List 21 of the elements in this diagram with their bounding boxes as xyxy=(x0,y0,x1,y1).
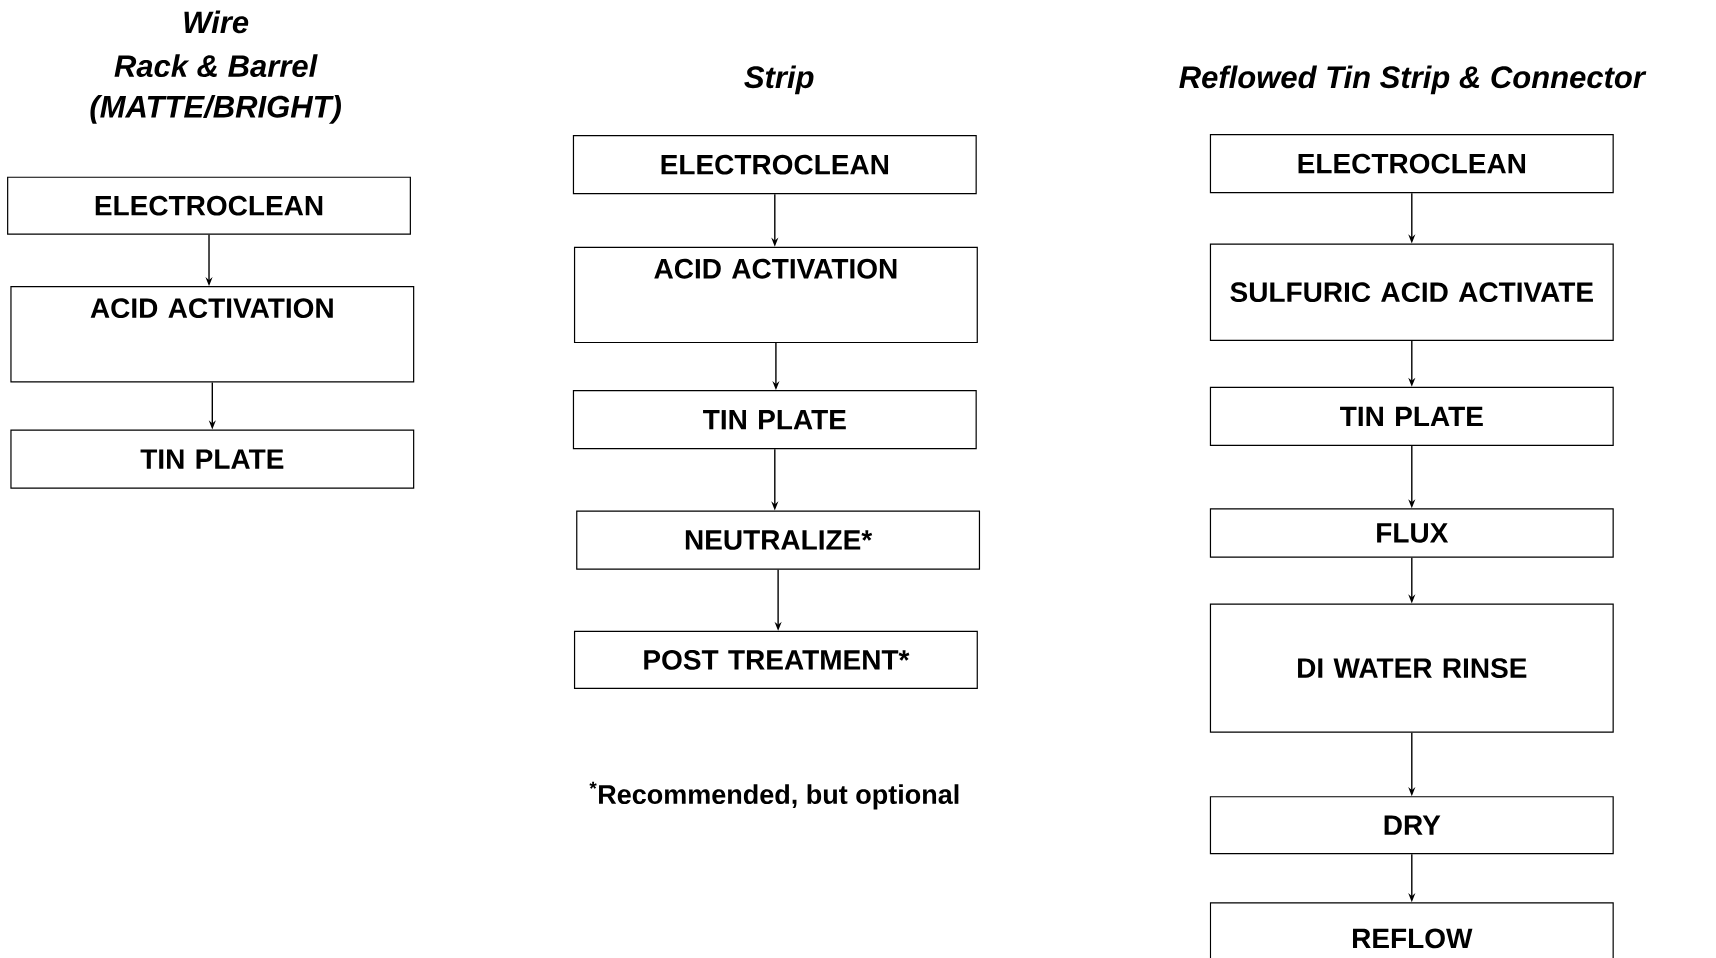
process-box: ELECTROCLEAN xyxy=(7,176,411,235)
column-heading: Strip xyxy=(744,65,814,95)
process-box: ELECTROCLEAN xyxy=(1209,134,1614,194)
process-box: DI WATER RINSE xyxy=(1209,603,1614,733)
process-box: TIN PLATE xyxy=(572,390,977,450)
process-box: REFLOW xyxy=(1209,902,1614,958)
process-box: ACID ACTIVATION xyxy=(10,286,415,383)
column-heading: Reflowed Tin Strip & Connector xyxy=(1179,65,1647,95)
process-box: TIN PLATE xyxy=(1209,386,1614,446)
footnote: $^{*}$Recommended, but optional xyxy=(589,781,959,810)
column-heading: (MATTE/BRIGHT) xyxy=(90,94,341,124)
process-box: POST TREATMENT* xyxy=(573,630,978,689)
column-heading: Rack & Barrel xyxy=(114,54,318,78)
process-box: FLUX xyxy=(1209,508,1614,558)
process-box: TIN PLATE xyxy=(10,429,415,489)
process-box: SULFURIC ACID ACTIVATE xyxy=(1209,243,1614,341)
process-box: ELECTROCLEAN xyxy=(572,135,977,195)
process-box: NEUTRALIZE* xyxy=(576,510,981,570)
column-heading: Wire xyxy=(184,10,249,34)
process-box: ACID ACTIVATION xyxy=(573,246,978,344)
process-box: DRY xyxy=(1209,796,1614,855)
